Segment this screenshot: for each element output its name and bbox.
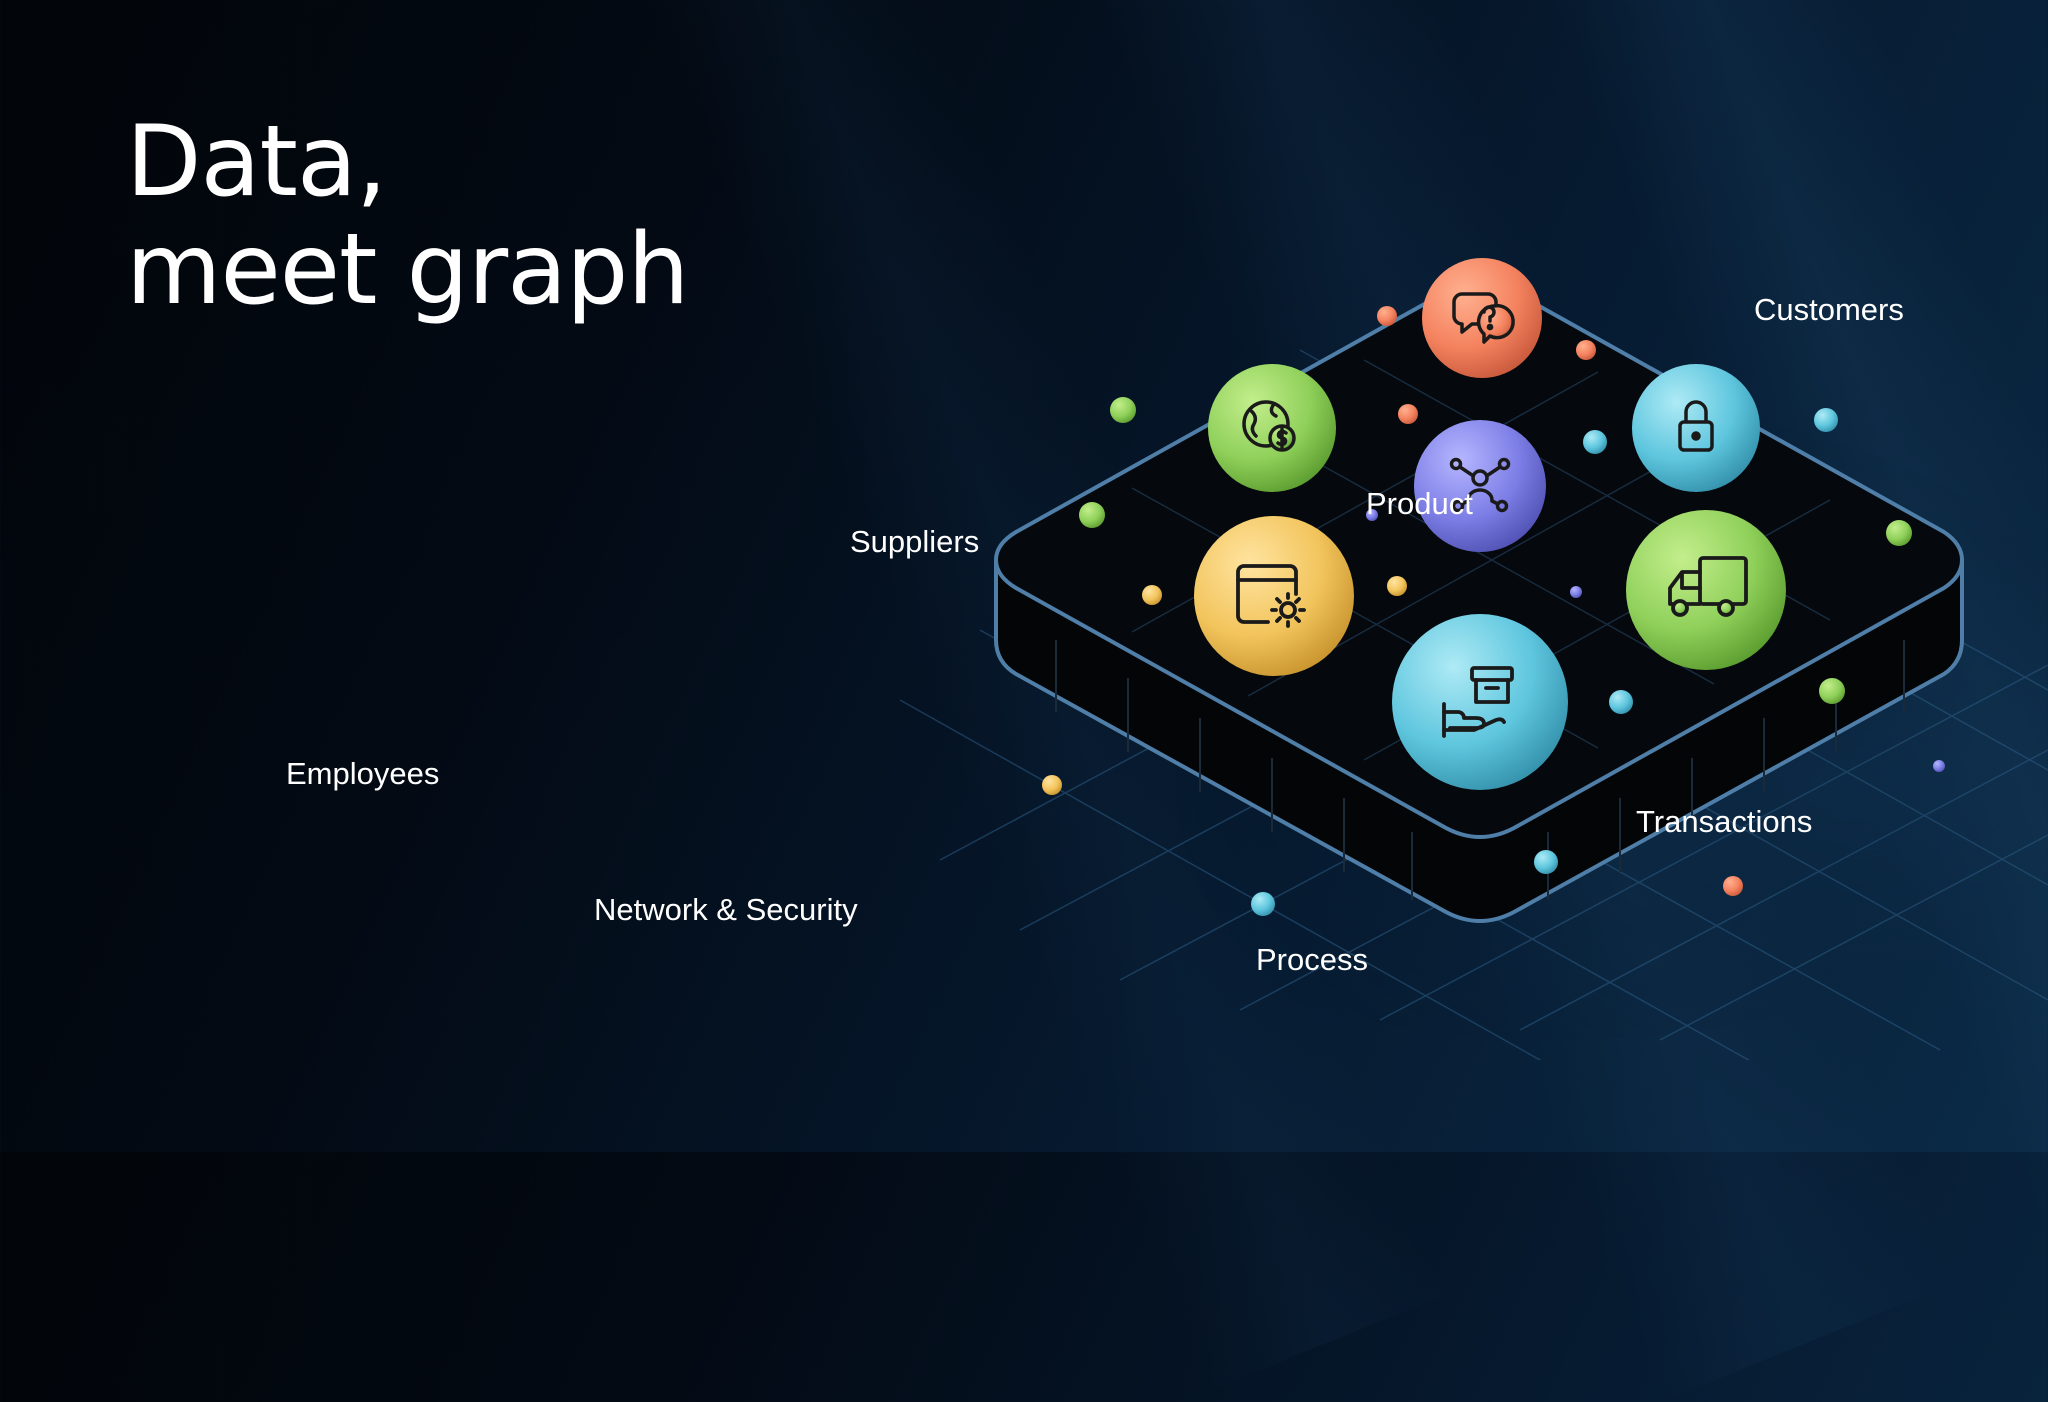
label-employees: Employees xyxy=(286,756,440,791)
globe-dollar-icon xyxy=(1242,400,1296,452)
window-gear-icon xyxy=(1236,564,1306,628)
shipping-node xyxy=(1626,510,1786,670)
hand-box-icon xyxy=(1442,666,1514,738)
settings-node xyxy=(1194,516,1354,676)
title-line-2: meet graph xyxy=(126,213,689,327)
label-process: Process xyxy=(1256,942,1368,977)
label-product: Product xyxy=(1366,486,1473,521)
scatter-dots xyxy=(1042,306,1945,916)
product-node xyxy=(1414,420,1546,552)
security-node xyxy=(1632,364,1760,492)
delivery-node xyxy=(1392,614,1568,790)
page-title: Data, meet graph xyxy=(126,108,689,324)
label-customers: Customers xyxy=(1754,292,1904,327)
graph-platform-illustration xyxy=(899,258,2048,1060)
lock-icon xyxy=(1678,400,1714,452)
truck-icon xyxy=(1668,556,1748,617)
label-network-security: Network & Security xyxy=(594,892,858,927)
chat-question-icon xyxy=(1452,292,1515,344)
label-transactions: Transactions xyxy=(1636,804,1813,839)
network-person-icon xyxy=(1449,457,1511,513)
finance-node xyxy=(1208,364,1336,492)
title-line-1: Data, xyxy=(126,105,387,219)
label-suppliers: Suppliers xyxy=(850,524,980,559)
support-chat-node xyxy=(1422,258,1542,378)
